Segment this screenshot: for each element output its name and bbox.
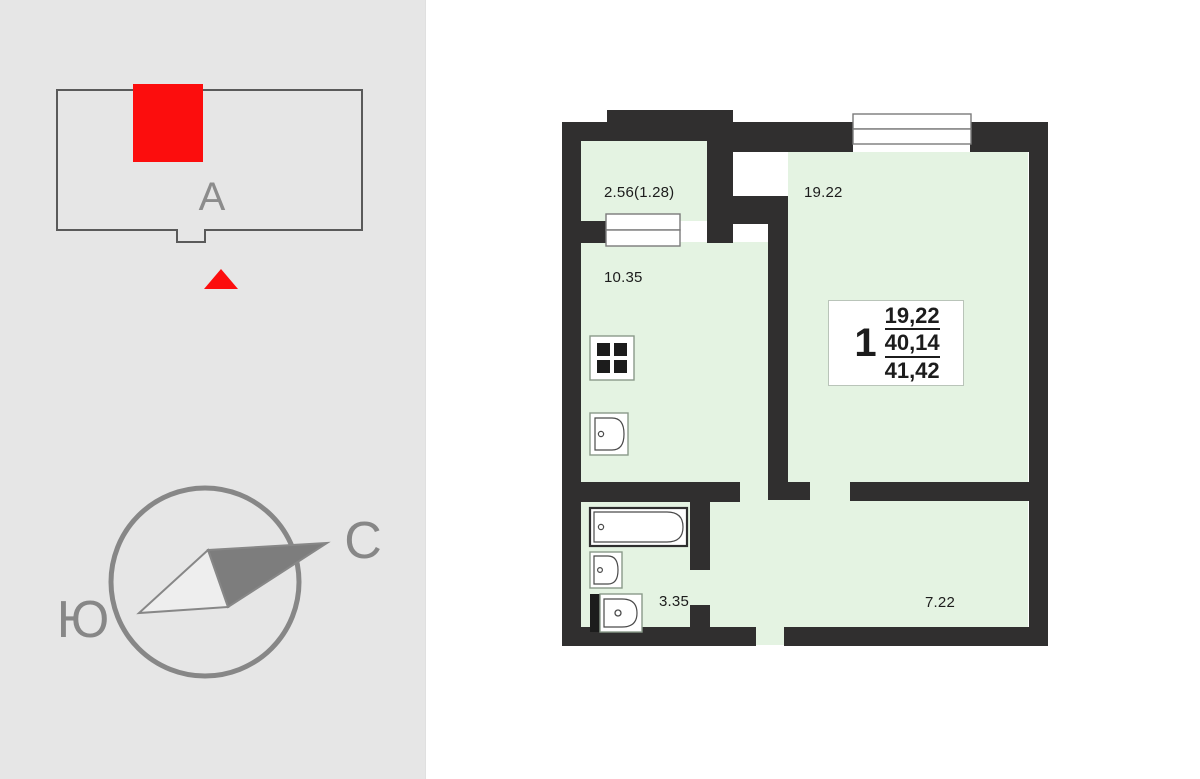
wall-top-left-stub [562, 122, 607, 141]
compass-needle-light [136, 548, 230, 615]
wall-kitchen-living-foot [768, 482, 810, 500]
room-count: 1 [854, 321, 877, 365]
compass-ring-icon [108, 485, 302, 679]
window-left-kitchen-pane-2 [605, 229, 681, 247]
section-label: A [199, 175, 226, 219]
wall-bathroom-top [580, 482, 740, 502]
total-with-balcony-value: 41,42 [884, 357, 940, 383]
area-stack: 19,22 40,14 41,42 [884, 303, 940, 384]
window-left-kitchen-pane-1 [605, 213, 681, 231]
wall-balcony-kitchen-left [580, 221, 608, 243]
building-key-plan: A [56, 84, 363, 243]
red-unit-highlight [133, 84, 203, 162]
label-kitchen: 10.35 [604, 269, 643, 286]
bath-sink-icon [589, 551, 623, 589]
label-living-room: 19.22 [804, 184, 843, 201]
wall-bathroom-right [690, 482, 710, 570]
label-hall: 7.22 [925, 594, 955, 611]
wall-left [562, 122, 581, 646]
panel-divider [425, 0, 426, 779]
wall-top-balcony [607, 110, 733, 141]
compass-south-label: Ю [57, 591, 110, 649]
fixtures [588, 335, 689, 633]
red-triangle-up-icon [204, 269, 238, 289]
wall-right [1029, 122, 1048, 646]
label-balcony: 2.56(1.28) [604, 184, 675, 201]
room-fills [580, 140, 1028, 645]
room-fill-balcony [580, 140, 707, 221]
wall-top-living-left [843, 122, 853, 152]
stove-icon [589, 335, 635, 381]
window-top-living-pane-2 [852, 128, 972, 145]
apartment-floor-plan [562, 110, 1048, 646]
living-area-value: 19,22 [884, 303, 940, 331]
building-outline [56, 89, 363, 243]
bathtub-icon [588, 506, 689, 548]
wall-living-hall [850, 482, 1029, 501]
window-top-living-pane-1 [852, 113, 972, 130]
wall-bathroom-right-lower [690, 605, 710, 645]
total-area-value: 40,14 [884, 330, 940, 358]
room-fill-hall [708, 482, 1028, 645]
wall-balcony-right [707, 141, 733, 223]
windows [605, 113, 972, 247]
compass-rose: С Ю [57, 485, 382, 679]
wall-bottom-right [784, 627, 1048, 646]
kitchen-sink-icon [589, 412, 629, 456]
wall-kitchen-living-vert [768, 196, 788, 496]
label-bathroom: 3.35 [659, 593, 689, 610]
wall-top-mid [733, 122, 843, 152]
locator-panel: A С Ю [0, 0, 425, 779]
compass-north-label: С [344, 512, 382, 570]
compass-needle-dark [206, 541, 331, 609]
toilet-icon [590, 593, 643, 633]
walls [562, 110, 1048, 646]
area-stamp: 1 19,22 40,14 41,42 [828, 300, 964, 386]
wall-balcony-kitchen-right [707, 221, 733, 243]
